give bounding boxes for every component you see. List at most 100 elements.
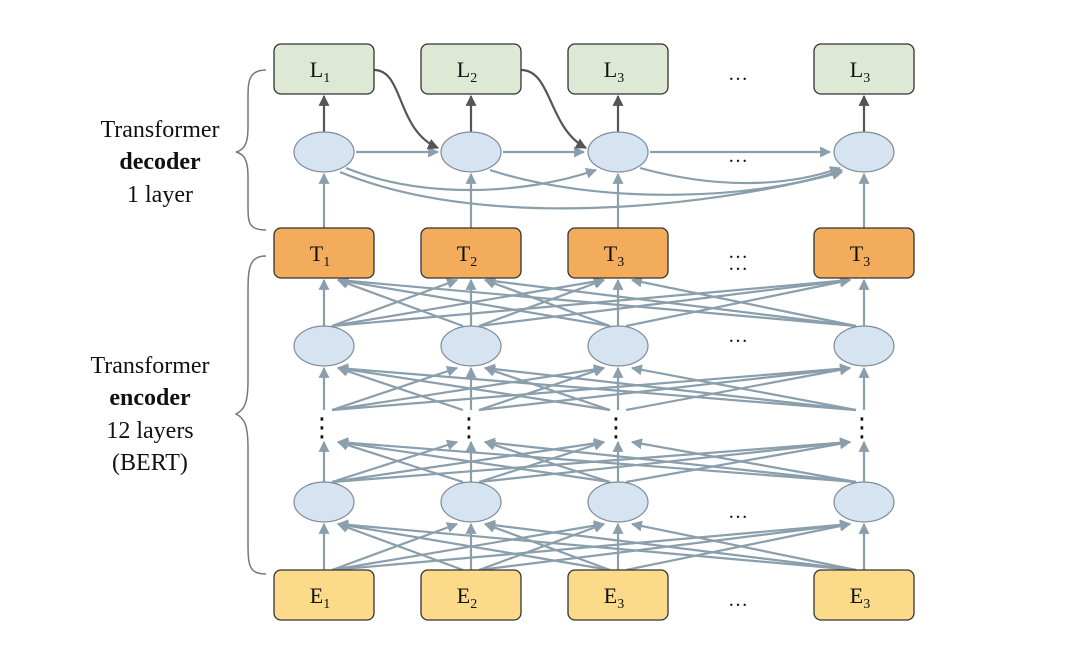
edge-enc2-vdots-3-0	[336, 437, 857, 484]
ellipsis-6: …	[728, 501, 748, 523]
label-embed-4: E3	[850, 583, 870, 612]
edge-vdots-enc1-3-1	[483, 363, 857, 412]
encoder-brace	[234, 255, 267, 575]
edge-enc1-t-2-3	[625, 276, 852, 328]
ellipsis-7: …	[728, 589, 748, 611]
ellipsis-5: …	[728, 325, 748, 347]
node-dec-1	[293, 131, 355, 173]
edge-vdots-enc1-1-2	[478, 365, 606, 412]
edge-enc1-t-2-1	[483, 278, 611, 328]
edge-dec-curve-1-3	[345, 166, 598, 192]
edge-enc1-t-3-2	[630, 276, 857, 328]
edge-enc1-t-1-2	[478, 278, 606, 328]
node-enc1-3	[587, 325, 649, 367]
edge-vdots-enc1-2-1	[483, 365, 611, 412]
edge-e-enc2-3-2	[630, 520, 857, 572]
encoder-label-line1: Transformer	[90, 353, 210, 379]
edge-vdots-enc1-1-0	[336, 365, 464, 412]
edge-l2-dec3	[520, 68, 587, 149]
decoder-label-line3: 1 layer	[127, 181, 193, 208]
label-output-2: L2	[457, 57, 477, 86]
edge-vdots-enc1-2-0	[336, 364, 611, 412]
edge-l1-dec2	[373, 68, 440, 150]
edge-enc2-vdots-2-0	[336, 437, 611, 484]
edge-enc2-vdots-3-1	[483, 437, 857, 484]
ellipsis-1: …	[728, 63, 748, 85]
ellipsis-3: …	[728, 241, 748, 263]
label-embed-1: E1	[310, 583, 330, 612]
box-output-4	[813, 43, 915, 95]
edge-e-enc2-2-3	[625, 520, 852, 572]
edge-dec-curve-2-4	[489, 168, 844, 196]
node-enc2-3	[587, 481, 649, 523]
edges-layer	[318, 68, 870, 572]
node-enc1-4	[833, 325, 895, 367]
node-dec-3	[587, 131, 649, 173]
vdots-4: ⋮	[849, 413, 875, 443]
label-output-1: L1	[310, 57, 330, 86]
node-enc1-2	[440, 325, 502, 367]
edge-e-enc2-1-0	[336, 522, 464, 572]
edge-enc2-vdots-3-2	[630, 438, 857, 484]
edge-vdots-enc1-2-3	[625, 364, 852, 412]
edge-e-enc2-2-1	[483, 522, 611, 572]
box-token-4	[813, 227, 915, 279]
edge-enc2-vdots-1-0	[336, 439, 464, 484]
box-output-1	[273, 43, 375, 95]
encoder-label-line4: (BERT)	[112, 450, 188, 477]
vdots-1: ⋮	[309, 413, 335, 443]
node-enc2-2	[440, 481, 502, 523]
box-embed-4	[813, 569, 915, 621]
edge-e-enc2-0-1	[331, 522, 459, 572]
decoder-brace	[235, 69, 267, 231]
edge-enc1-t-0-1	[331, 278, 459, 328]
label-embed-3: E3	[604, 583, 624, 612]
node-enc2-4	[833, 481, 895, 523]
box-token-3	[567, 227, 669, 279]
box-token-1	[273, 227, 375, 279]
vdots-2: ⋮	[456, 413, 482, 443]
box-embed-3	[567, 569, 669, 621]
edge-e-enc2-3-0	[336, 519, 857, 572]
edge-enc2-vdots-2-1	[483, 439, 611, 484]
label-output-3: L3	[604, 57, 624, 86]
box-embed-2	[420, 569, 522, 621]
label-embed-2: E2	[457, 583, 477, 612]
decoder-label: Transformer decoder 1 layer	[60, 114, 260, 211]
edge-enc1-t-3-0	[336, 275, 857, 328]
edge-vdots-enc1-3-0	[336, 363, 857, 412]
nodes-layer	[293, 131, 895, 523]
box-output-2	[420, 43, 522, 95]
edge-enc1-t-1-0	[336, 278, 464, 328]
boxes-layer	[273, 43, 915, 621]
label-token-3: T3	[604, 241, 624, 270]
vdots-3: ⋮	[603, 413, 629, 443]
node-enc1-1	[293, 325, 355, 367]
label-output-4: L3	[850, 57, 870, 86]
label-token-1: T1	[310, 241, 330, 270]
label-token-4: T3	[850, 241, 870, 270]
box-token-2	[420, 227, 522, 279]
box-output-3	[567, 43, 669, 95]
node-enc2-1	[293, 481, 355, 523]
edge-enc1-t-2-0	[336, 276, 611, 328]
edge-e-enc2-3-1	[483, 519, 857, 572]
node-dec-2	[440, 131, 502, 173]
node-dec-4	[833, 131, 895, 173]
edge-vdots-enc1-3-2	[630, 364, 857, 412]
encoder-label: Transformer encoder 12 layers (BERT)	[50, 350, 250, 480]
edge-dec-curve-3-4	[639, 166, 842, 185]
box-embed-1	[273, 569, 375, 621]
decoder-label-line2: decoder	[119, 149, 201, 176]
edge-e-enc2-1-2	[478, 522, 606, 572]
decoder-label-line1: Transformer	[100, 117, 220, 143]
edge-enc1-t-3-1	[483, 275, 857, 328]
label-token-2: T2	[457, 241, 477, 270]
edge-enc2-vdots-0-1	[331, 439, 459, 484]
encoder-label-line2: encoder	[109, 385, 191, 412]
ellipsis-4: …	[728, 253, 748, 275]
edge-enc2-vdots-1-2	[478, 439, 606, 484]
edge-vdots-enc1-0-1	[331, 365, 459, 412]
